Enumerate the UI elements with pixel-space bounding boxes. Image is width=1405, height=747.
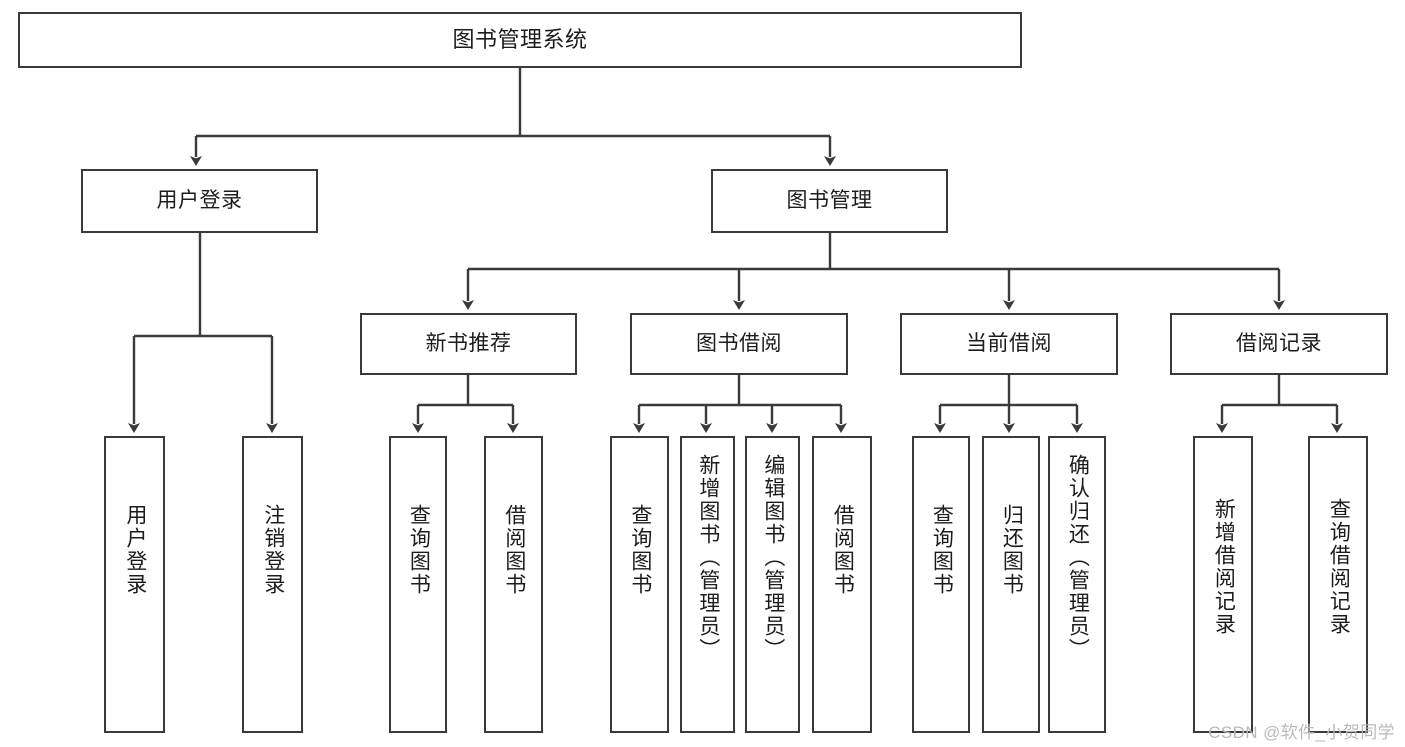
node-new-book-recommend[interactable]: 新书推荐 xyxy=(360,313,577,375)
node-label: 用户登录 xyxy=(156,189,243,213)
node-leaf-user-login[interactable]: 用户登录 xyxy=(104,436,165,733)
node-label: 图书管理 xyxy=(786,189,873,213)
node-label: 注销登录 xyxy=(261,504,285,596)
node-label: 查询图书 xyxy=(407,504,431,596)
node-book-borrow[interactable]: 图书借阅 xyxy=(630,313,848,375)
node-label: 新增借阅记录 xyxy=(1212,498,1236,636)
node-leaf-query-borrow-record[interactable]: 查询借阅记录 xyxy=(1308,436,1368,733)
node-label: 用户登录 xyxy=(123,504,147,596)
node-label: 新增图书（管理员） xyxy=(696,454,720,661)
node-book-management[interactable]: 图书管理 xyxy=(711,169,948,233)
node-label: 当前借阅 xyxy=(966,332,1052,356)
node-leaf-confirm-return-admin[interactable]: 确认归还（管理员） xyxy=(1048,436,1106,733)
node-label: 新书推荐 xyxy=(425,332,512,356)
node-leaf-query-book-current[interactable]: 查询图书 xyxy=(912,436,970,733)
node-leaf-borrow-book-recommend[interactable]: 借阅图书 xyxy=(484,436,543,733)
node-user-login[interactable]: 用户登录 xyxy=(81,169,318,233)
node-label: 确认归还（管理员） xyxy=(1066,454,1090,661)
node-label: 查询图书 xyxy=(930,504,954,596)
node-label: 借阅记录 xyxy=(1236,332,1322,356)
node-current-borrow[interactable]: 当前借阅 xyxy=(900,313,1118,375)
node-label: 查询借阅记录 xyxy=(1327,498,1351,636)
node-leaf-logout[interactable]: 注销登录 xyxy=(242,436,303,733)
node-leaf-query-book-recommend[interactable]: 查询图书 xyxy=(389,436,447,733)
node-label: 查询图书 xyxy=(628,504,652,596)
node-leaf-return-book[interactable]: 归还图书 xyxy=(982,436,1040,733)
node-label: 归还图书 xyxy=(1000,504,1024,596)
node-root-system[interactable]: 图书管理系统 xyxy=(18,12,1022,68)
node-label: 借阅图书 xyxy=(502,504,526,596)
node-leaf-add-borrow-record[interactable]: 新增借阅记录 xyxy=(1193,436,1253,733)
node-label: 图书管理系统 xyxy=(452,26,588,52)
node-leaf-borrow-book[interactable]: 借阅图书 xyxy=(812,436,872,733)
node-label: 借阅图书 xyxy=(831,504,855,596)
node-borrow-record[interactable]: 借阅记录 xyxy=(1170,313,1388,375)
node-label: 编辑图书（管理员） xyxy=(761,454,785,661)
node-leaf-query-book-borrow[interactable]: 查询图书 xyxy=(610,436,669,733)
node-leaf-add-book-admin[interactable]: 新增图书（管理员） xyxy=(680,436,735,733)
node-label: 图书借阅 xyxy=(696,332,782,356)
csdn-watermark: CSDN @软件_小贺同学 xyxy=(1208,723,1395,742)
node-leaf-edit-book-admin[interactable]: 编辑图书（管理员） xyxy=(745,436,800,733)
